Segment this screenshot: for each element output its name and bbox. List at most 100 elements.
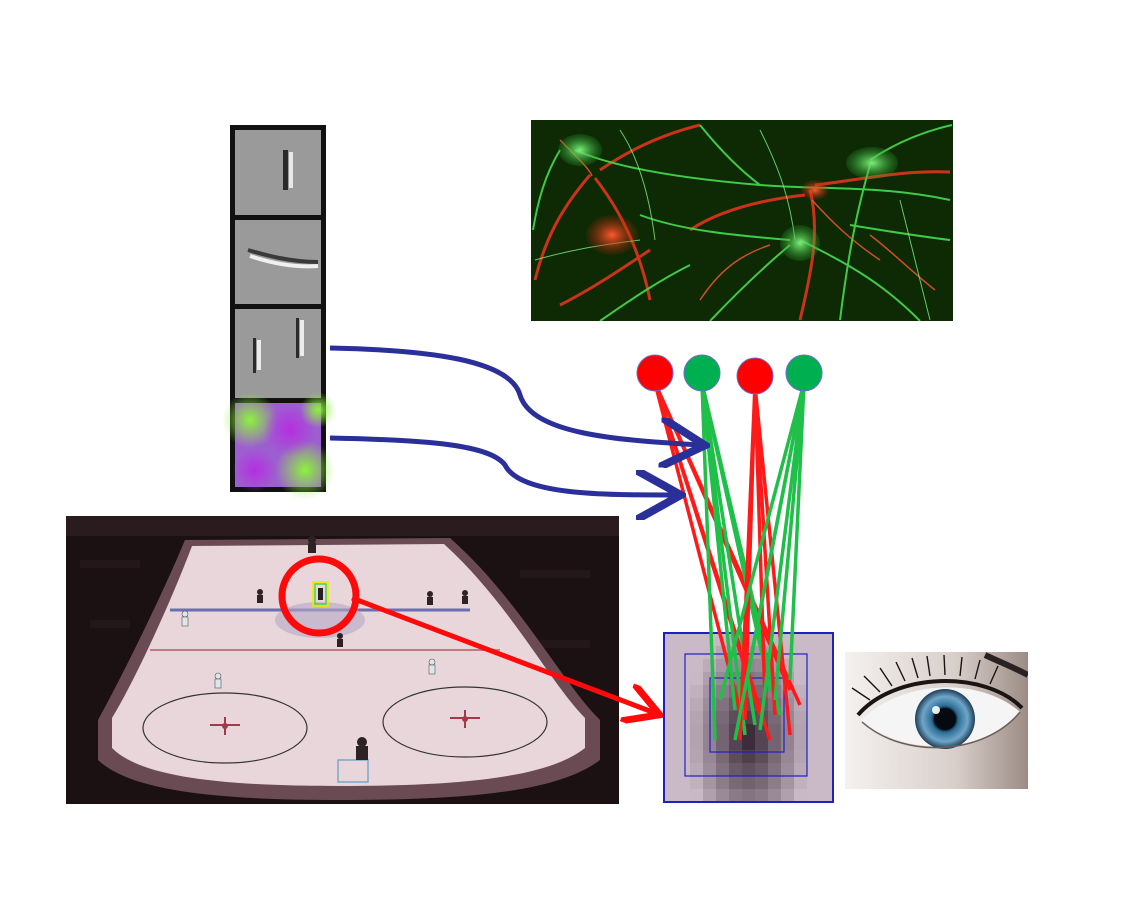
patch-pixel bbox=[703, 776, 716, 789]
patch-pixel bbox=[690, 698, 703, 711]
patch-pixel bbox=[794, 750, 807, 763]
patch-pixel bbox=[677, 711, 690, 724]
patch-pixel bbox=[716, 763, 729, 776]
patch-pixel bbox=[768, 724, 781, 737]
patch-pixel bbox=[690, 737, 703, 750]
patch-pixel bbox=[820, 737, 833, 750]
patch-pixel bbox=[794, 633, 807, 646]
patch-pixel bbox=[677, 724, 690, 737]
patch-pixel bbox=[664, 685, 677, 698]
patch-pixel bbox=[794, 763, 807, 776]
patch-pixel bbox=[820, 633, 833, 646]
connection-line-green bbox=[718, 382, 806, 701]
patch-pixel bbox=[729, 789, 742, 802]
neuron-red bbox=[636, 354, 674, 392]
output-neurons bbox=[636, 354, 823, 395]
connection-line-green bbox=[788, 382, 806, 681]
patch-pixel bbox=[664, 659, 677, 672]
connection-line-red bbox=[753, 385, 777, 716]
patch-pixel bbox=[794, 737, 807, 750]
patch-pixel bbox=[820, 789, 833, 802]
patch-pixel bbox=[781, 789, 794, 802]
patch-pixel bbox=[664, 737, 677, 750]
patch-pixel bbox=[781, 763, 794, 776]
patch-pixel bbox=[807, 698, 820, 711]
connection-line-red bbox=[738, 385, 757, 741]
connection-line-green bbox=[773, 382, 806, 701]
filter-diagonal-edge bbox=[235, 220, 321, 304]
patch-pixel bbox=[664, 646, 677, 659]
patch-pixel bbox=[677, 737, 690, 750]
patch-pixel bbox=[807, 672, 820, 685]
patch-pixel bbox=[820, 646, 833, 659]
patch-pixel bbox=[742, 789, 755, 802]
color-filter-to-neuron-arrow bbox=[329, 435, 676, 495]
patch-pixel bbox=[742, 763, 755, 776]
patch-pixel bbox=[742, 776, 755, 789]
eye-photo bbox=[845, 652, 1028, 789]
patch-pixel bbox=[807, 724, 820, 737]
patch-pixel bbox=[716, 724, 729, 737]
patch-pixel bbox=[664, 776, 677, 789]
patch-pixel bbox=[755, 750, 768, 763]
patch-pixel bbox=[690, 672, 703, 685]
patch-pixel bbox=[664, 789, 677, 802]
patch-pixel bbox=[677, 750, 690, 763]
patch-pixel bbox=[807, 659, 820, 672]
patch-pixel bbox=[690, 711, 703, 724]
connection-line-green bbox=[758, 382, 806, 731]
patch-pixel bbox=[781, 750, 794, 763]
patch-pixel bbox=[781, 737, 794, 750]
patch-pixel bbox=[794, 789, 807, 802]
connection-line-red bbox=[753, 385, 792, 736]
patch-pixel bbox=[703, 763, 716, 776]
patch-pixel bbox=[677, 633, 690, 646]
patch-pixel bbox=[690, 789, 703, 802]
patch-pixel bbox=[729, 763, 742, 776]
patch-pixel bbox=[677, 659, 690, 672]
patch-pixel bbox=[690, 763, 703, 776]
patch-pixel bbox=[677, 776, 690, 789]
connection-line-green bbox=[733, 382, 806, 741]
patch-pixel bbox=[664, 711, 677, 724]
patch-pixel bbox=[677, 763, 690, 776]
patch-pixel bbox=[729, 750, 742, 763]
patch-pixel bbox=[664, 763, 677, 776]
focus-circle bbox=[278, 555, 360, 637]
patch-pixel bbox=[768, 776, 781, 789]
patch-pixel bbox=[820, 763, 833, 776]
patch-pixel bbox=[820, 750, 833, 763]
patch-pixel bbox=[807, 711, 820, 724]
patch-pixel bbox=[664, 698, 677, 711]
patch-pixel bbox=[807, 737, 820, 750]
patch-pixel bbox=[703, 750, 716, 763]
patch-pixel bbox=[755, 737, 768, 750]
patch-pixel bbox=[768, 789, 781, 802]
patch-pixel bbox=[768, 737, 781, 750]
patch-pixel bbox=[703, 789, 716, 802]
patch-pixel bbox=[690, 659, 703, 672]
patch-pixel bbox=[807, 685, 820, 698]
patch-pixel bbox=[716, 698, 729, 711]
patch-pixel bbox=[807, 646, 820, 659]
neuron-red bbox=[736, 357, 774, 395]
patch-pixel bbox=[703, 646, 716, 659]
patch-pixel bbox=[677, 698, 690, 711]
patch-pixel bbox=[690, 646, 703, 659]
patch-pixel bbox=[807, 750, 820, 763]
patch-pixel bbox=[755, 789, 768, 802]
patch-pixel bbox=[677, 789, 690, 802]
patch-pixel bbox=[690, 633, 703, 646]
filter-to-neuron-arrow bbox=[329, 345, 700, 445]
patch-pixel bbox=[768, 711, 781, 724]
patch-pixel bbox=[742, 737, 755, 750]
patch-pixel bbox=[820, 685, 833, 698]
patch-pixel bbox=[820, 711, 833, 724]
neuron-green bbox=[683, 354, 721, 392]
patch-pixel bbox=[807, 789, 820, 802]
patch-pixel bbox=[820, 672, 833, 685]
patch-pixel bbox=[729, 776, 742, 789]
patch-pixel bbox=[807, 633, 820, 646]
patch-pixel bbox=[807, 776, 820, 789]
patch-pixel bbox=[664, 633, 677, 646]
